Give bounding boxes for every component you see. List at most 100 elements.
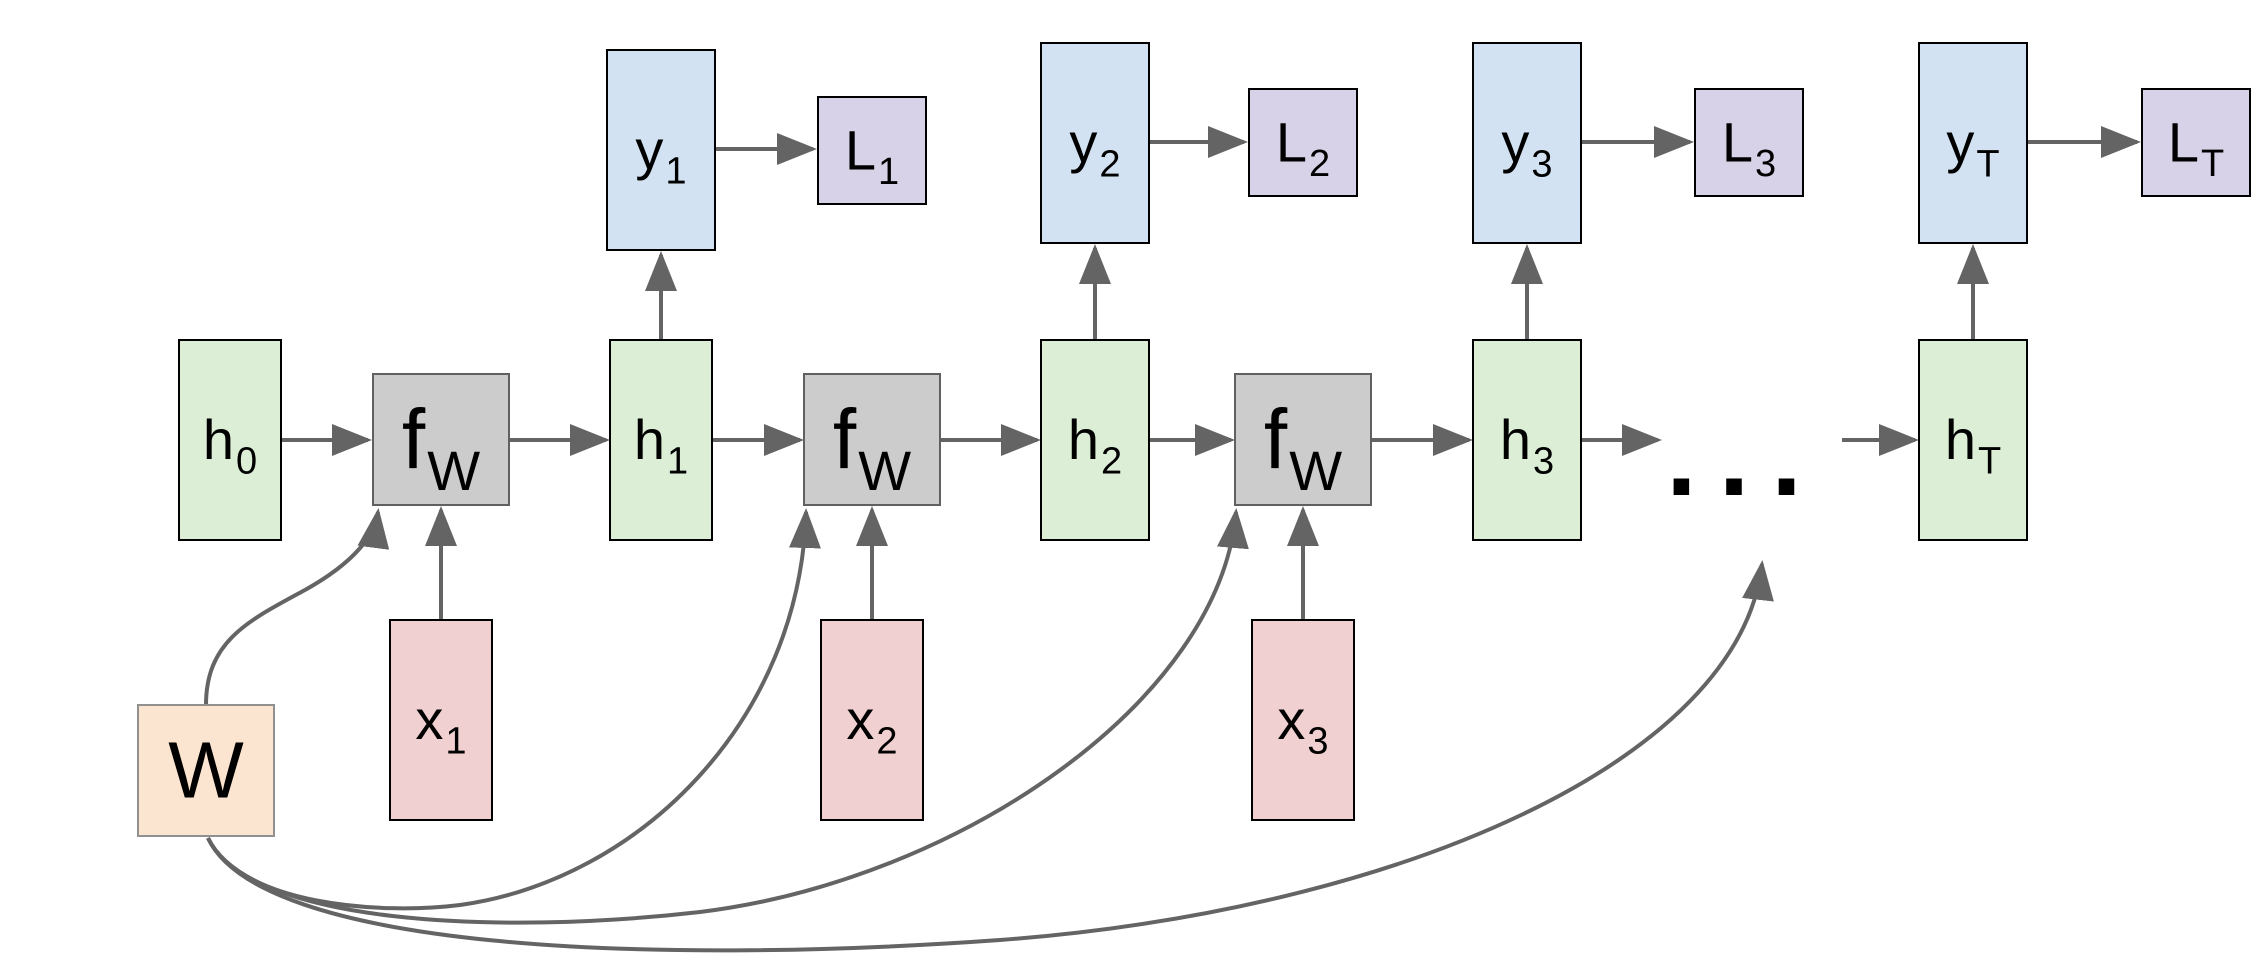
node-f2: fW — [803, 373, 941, 506]
node-label: h0 — [203, 408, 257, 483]
node-l1: L1 — [817, 96, 927, 205]
node-l3: L3 — [1694, 88, 1804, 197]
node-label-subscript: 2 — [1309, 143, 1330, 185]
node-label-base: W — [168, 726, 244, 815]
node-label-base: L — [845, 119, 876, 182]
node-box — [1472, 42, 1582, 244]
node-h3: h3 — [1472, 339, 1582, 541]
node-lt: LT — [2141, 88, 2251, 197]
node-label: x2 — [846, 688, 897, 763]
node-label-subscript: 1 — [445, 721, 466, 763]
edges-layer — [204, 126, 2141, 953]
node-box — [1918, 339, 2028, 541]
node-label-subscript: 1 — [665, 151, 686, 193]
weight-sharing-curve — [204, 508, 390, 706]
node-w: W — [137, 704, 275, 837]
node-label: y3 — [1501, 111, 1552, 186]
node-label-base: x — [846, 688, 874, 751]
node-label: L2 — [1276, 111, 1330, 186]
node-label-base: h — [203, 408, 234, 471]
node-f3: fW — [1234, 373, 1372, 506]
node-label-subscript: 3 — [1755, 143, 1776, 185]
node-x1: x1 — [389, 619, 493, 821]
node-y1: y1 — [606, 49, 716, 251]
node-label: h3 — [1500, 408, 1554, 483]
node-box — [606, 49, 716, 251]
node-box — [1918, 42, 2028, 244]
node-label: L3 — [1722, 111, 1776, 186]
node-label: L1 — [845, 119, 899, 194]
node-yt: yT — [1918, 42, 2028, 244]
node-box — [1251, 619, 1355, 821]
node-label-base: h — [1500, 408, 1531, 471]
node-label: fW — [833, 392, 911, 502]
node-box — [609, 339, 713, 541]
weight-sharing-curve — [206, 508, 821, 911]
node-box — [803, 373, 941, 506]
ellipsis: ... — [1666, 396, 1824, 519]
node-label-subscript: 2 — [1101, 441, 1122, 483]
node-label-base: y — [635, 118, 663, 181]
weight-sharing-curve — [206, 508, 1249, 925]
node-label-base: y — [1501, 111, 1529, 174]
node-label: hT — [1945, 408, 2001, 483]
node-label-base: L — [2168, 111, 2199, 174]
node-label: yT — [1946, 111, 1999, 186]
node-label: x3 — [1277, 688, 1328, 763]
node-label-base: x — [415, 688, 443, 751]
node-label-base: y — [1069, 111, 1097, 174]
node-label: y2 — [1069, 111, 1120, 186]
node-label-subscript: W — [427, 439, 480, 502]
node-label-subscript: 1 — [667, 441, 688, 483]
node-label-subscript: W — [858, 439, 911, 502]
node-label: h1 — [634, 408, 688, 483]
node-label-subscript: 3 — [1533, 441, 1554, 483]
node-h2: h2 — [1040, 339, 1150, 541]
node-x3: x3 — [1251, 619, 1355, 821]
node-label-base: h — [1945, 408, 1976, 471]
node-label-base: h — [1068, 408, 1099, 471]
node-label-subscript: 2 — [876, 721, 897, 763]
node-label-base: f — [833, 392, 857, 486]
node-box — [817, 96, 927, 205]
node-label-subscript: 1 — [878, 151, 899, 193]
node-label-subscript: 3 — [1531, 144, 1552, 186]
node-box — [372, 373, 510, 506]
node-label: y1 — [635, 118, 686, 193]
node-f1: fW — [372, 373, 510, 506]
node-label-subscript: W — [1289, 439, 1342, 502]
node-y2: y2 — [1040, 42, 1150, 244]
node-label: W — [168, 726, 244, 815]
node-box — [1248, 88, 1358, 197]
node-label-subscript: T — [1978, 441, 2001, 483]
node-h0: h0 — [178, 339, 282, 541]
node-label-base: f — [1264, 392, 1288, 486]
node-box — [1234, 373, 1372, 506]
weight-sharing-curve — [206, 560, 1774, 953]
node-label: h2 — [1068, 408, 1122, 483]
node-box — [178, 339, 282, 541]
node-label-subscript: T — [1976, 144, 1999, 186]
node-h1: h1 — [609, 339, 713, 541]
node-label: fW — [402, 392, 480, 502]
node-box — [389, 619, 493, 821]
node-box — [1040, 42, 1150, 244]
node-label-base: L — [1722, 111, 1753, 174]
node-y3: y3 — [1472, 42, 1582, 244]
node-label-base: f — [402, 392, 426, 486]
node-label-base: h — [634, 408, 665, 471]
node-label-subscript: 3 — [1307, 721, 1328, 763]
node-ht: hT — [1918, 339, 2028, 541]
node-x2: x2 — [820, 619, 924, 821]
node-box — [820, 619, 924, 821]
node-l2: L2 — [1248, 88, 1358, 197]
node-box — [2141, 88, 2251, 197]
node-label-subscript: T — [2201, 143, 2224, 185]
node-label-subscript: 2 — [1099, 144, 1120, 186]
node-label: x1 — [415, 688, 466, 763]
node-label: fW — [1264, 392, 1342, 502]
node-label-base: L — [1276, 111, 1307, 174]
node-label-base: x — [1277, 688, 1305, 751]
